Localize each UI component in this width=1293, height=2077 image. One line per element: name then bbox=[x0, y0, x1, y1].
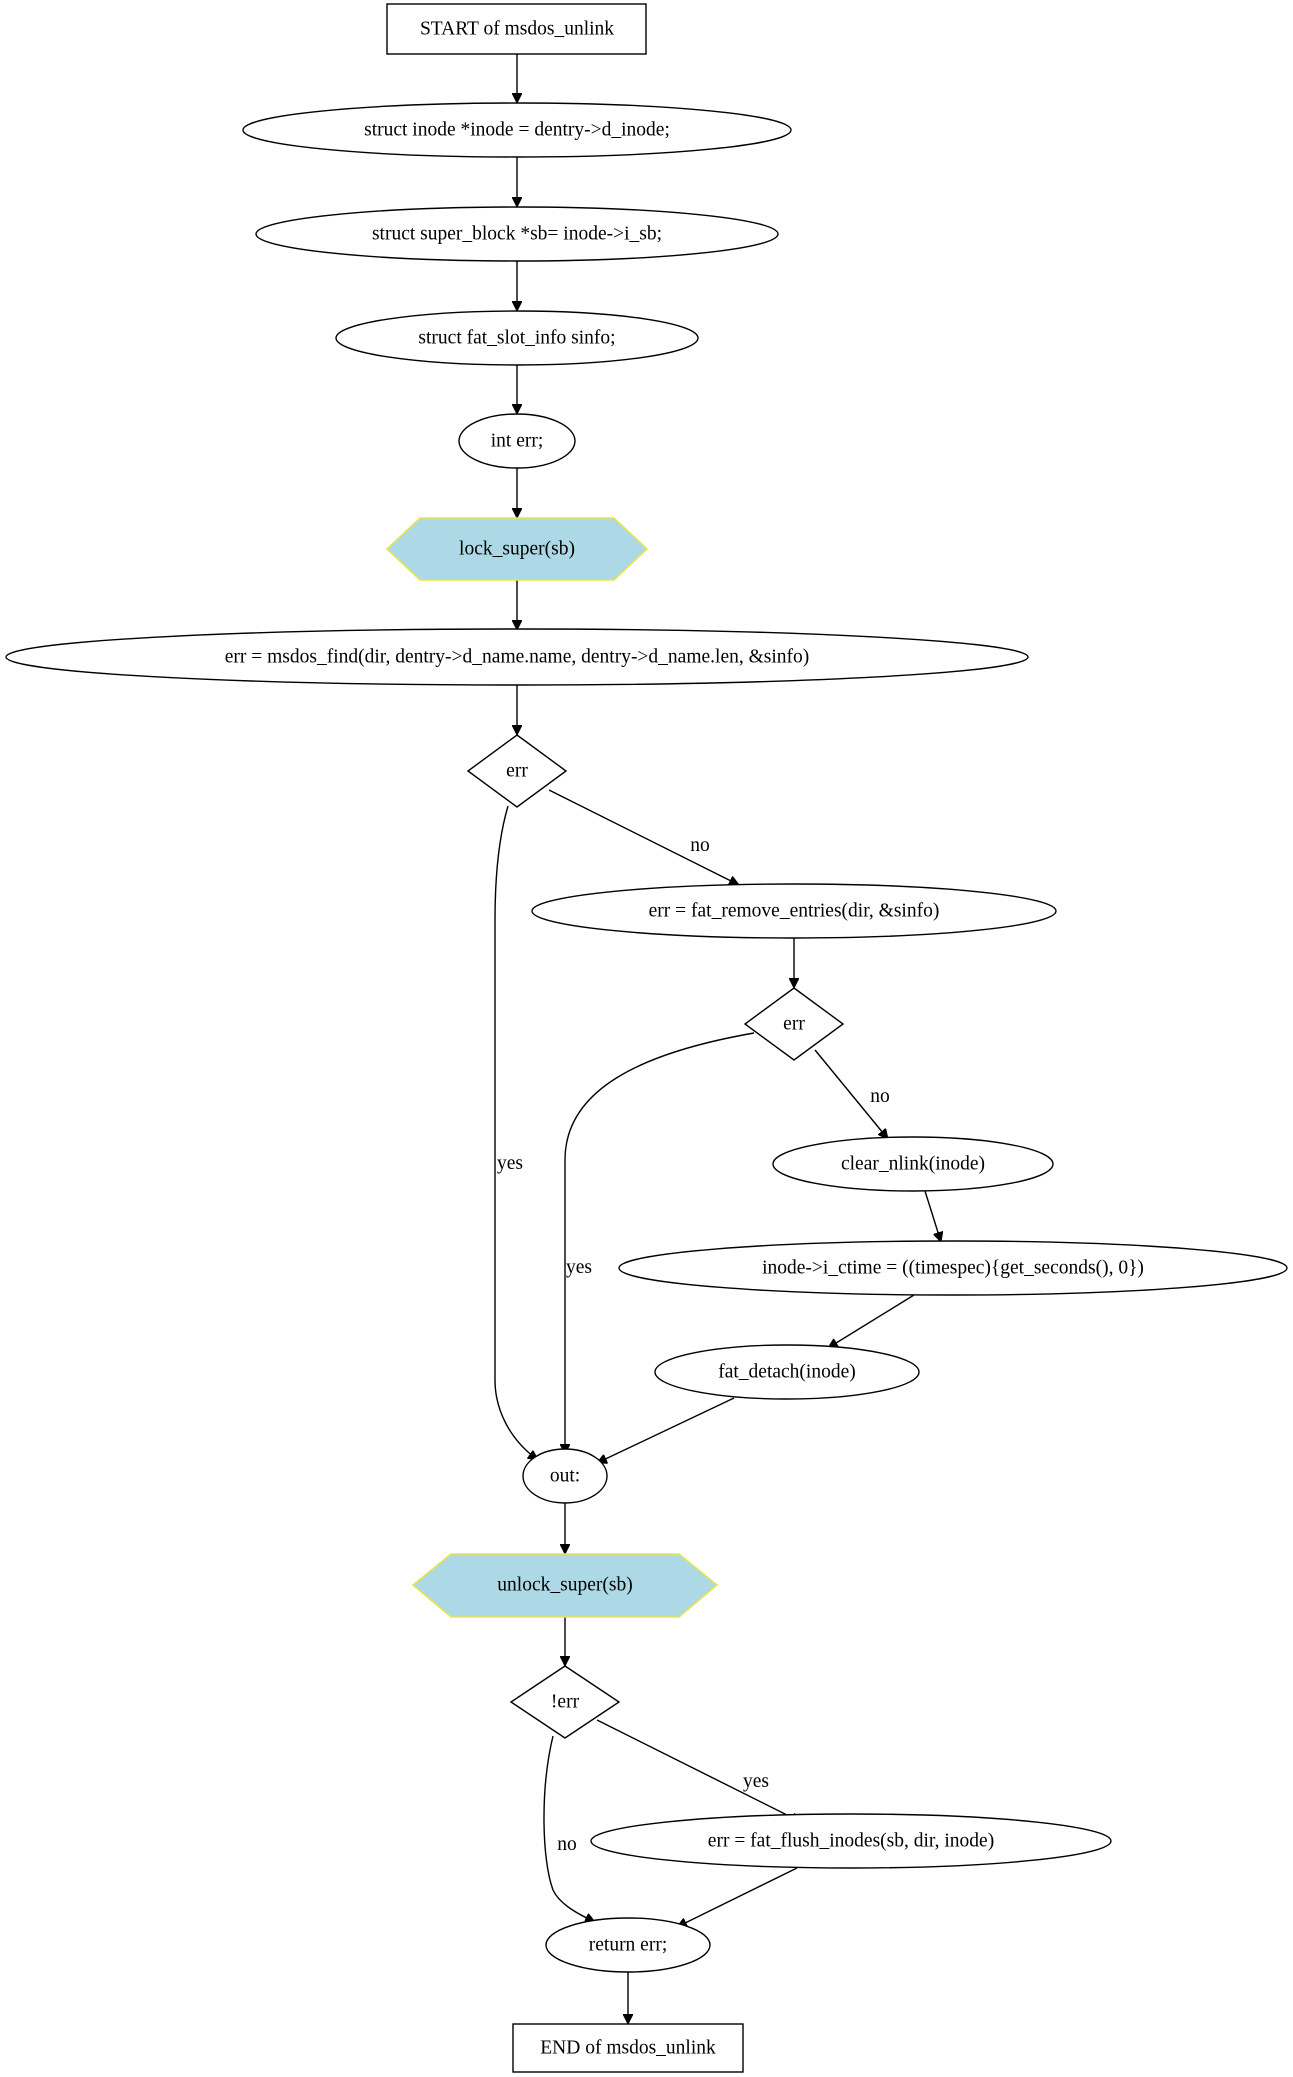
lock-super-label: lock_super(sb) bbox=[459, 539, 575, 560]
edge-labels: no yes no yes yes no bbox=[497, 835, 890, 1855]
fat-detach-node: fat_detach(inode) bbox=[654, 1344, 920, 1400]
return-node: return err; bbox=[545, 1917, 711, 1973]
err-decision-2-label: err bbox=[783, 1014, 805, 1035]
edge-label-noterr-yes: yes bbox=[743, 1771, 769, 1792]
remove-entries-label: err = fat_remove_entries(dir, &sinfo) bbox=[649, 901, 940, 922]
start-node-label: START of msdos_unlink bbox=[420, 19, 614, 40]
edge-err1-yes bbox=[494, 805, 538, 1460]
err-decl-label: int err; bbox=[491, 431, 544, 452]
edge-label-err2-yes: yes bbox=[566, 1257, 592, 1278]
unlock-super-label: unlock_super(sb) bbox=[497, 1575, 632, 1596]
ctime-node: inode->i_ctime = ((timespec){get_seconds… bbox=[618, 1240, 1288, 1296]
noterr-decision-label: !err bbox=[551, 1692, 580, 1713]
err-decision-2: err bbox=[743, 987, 845, 1061]
edge-detach-to-out bbox=[597, 1397, 735, 1463]
err-decl-node: int err; bbox=[458, 413, 576, 469]
edge-err2-no bbox=[814, 1049, 888, 1139]
edges bbox=[494, 54, 941, 2024]
clear-nlink-node: clear_nlink(inode) bbox=[772, 1136, 1054, 1192]
edge-label-noterr-no: no bbox=[557, 1834, 577, 1855]
out-label-node: out: bbox=[522, 1448, 608, 1504]
flush-inodes-label: err = fat_flush_inodes(sb, dir, inode) bbox=[708, 1831, 994, 1852]
inode-decl-node: struct inode *inode = dentry->d_inode; bbox=[242, 102, 792, 158]
msdos-find-label: err = msdos_find(dir, dentry->d_name.nam… bbox=[225, 647, 810, 668]
edge-label-err2-no: no bbox=[870, 1086, 890, 1107]
edge-err2-yes bbox=[565, 1032, 755, 1454]
edge-flush-to-return bbox=[677, 1867, 798, 1928]
noterr-decision: !err bbox=[509, 1665, 621, 1739]
nodes: START of msdos_unlink struct inode *inod… bbox=[5, 3, 1288, 2073]
clear-nlink-label: clear_nlink(inode) bbox=[841, 1154, 985, 1175]
end-node: END of msdos_unlink bbox=[512, 2023, 744, 2073]
edge-err1-no bbox=[548, 789, 739, 886]
edge-noterr-yes bbox=[596, 1719, 801, 1823]
end-node-label: END of msdos_unlink bbox=[540, 2038, 716, 2059]
sinfo-decl-label: struct fat_slot_info sinfo; bbox=[418, 328, 615, 349]
sinfo-decl-node: struct fat_slot_info sinfo; bbox=[335, 310, 699, 366]
flush-inodes-node: err = fat_flush_inodes(sb, dir, inode) bbox=[590, 1813, 1112, 1869]
sb-decl-node: struct super_block *sb= inode->i_sb; bbox=[255, 206, 779, 262]
fat-detach-label: fat_detach(inode) bbox=[718, 1362, 856, 1383]
edge-ctime-to-detach bbox=[828, 1294, 915, 1349]
edge-label-err1-yes: yes bbox=[497, 1153, 523, 1174]
sb-decl-label: struct super_block *sb= inode->i_sb; bbox=[372, 224, 662, 245]
start-node: START of msdos_unlink bbox=[386, 3, 647, 55]
msdos-find-node: err = msdos_find(dir, dentry->d_name.nam… bbox=[5, 628, 1029, 686]
edge-label-err1-no: no bbox=[690, 835, 710, 856]
lock-super-node: lock_super(sb) bbox=[385, 517, 649, 581]
return-label: return err; bbox=[589, 1935, 668, 1956]
edge-noterr-no bbox=[543, 1735, 595, 1922]
err-decision-1: err bbox=[466, 734, 568, 808]
out-label-text: out: bbox=[550, 1466, 580, 1487]
inode-decl-label: struct inode *inode = dentry->d_inode; bbox=[364, 120, 670, 141]
ctime-label: inode->i_ctime = ((timespec){get_seconds… bbox=[762, 1258, 1144, 1279]
remove-entries-node: err = fat_remove_entries(dir, &sinfo) bbox=[531, 883, 1057, 939]
unlock-super-node: unlock_super(sb) bbox=[411, 1553, 719, 1618]
edge-clear-to-ctime bbox=[924, 1190, 941, 1242]
err-decision-1-label: err bbox=[506, 761, 528, 782]
